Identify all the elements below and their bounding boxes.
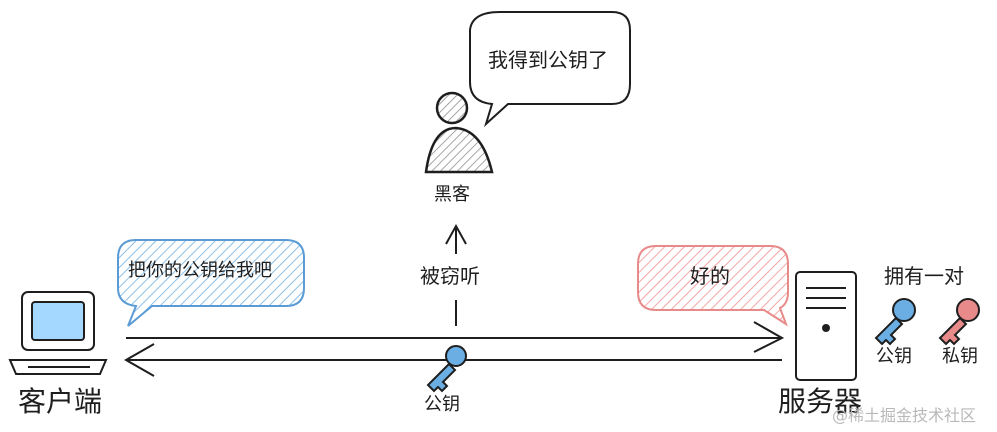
server-icon bbox=[795, 271, 857, 381]
server-speech-bubble bbox=[637, 245, 789, 327]
server-public-key-label: 公钥 bbox=[876, 346, 912, 367]
client-bubble-text: 把你的公钥给我吧 bbox=[128, 260, 272, 281]
server-private-key-label: 私钥 bbox=[942, 346, 978, 367]
server-public-key-icon bbox=[874, 298, 916, 346]
client-computer-icon bbox=[8, 291, 108, 375]
eavesdrop-label: 被窃听 bbox=[420, 264, 480, 288]
hacker-icon bbox=[424, 91, 494, 174]
hacker-speech-bubble bbox=[469, 11, 631, 128]
client-speech-bubble bbox=[117, 239, 305, 327]
transit-public-key-icon bbox=[426, 345, 467, 393]
server-private-key-icon bbox=[938, 298, 980, 346]
server-label: 服务器 bbox=[778, 385, 863, 418]
transit-key-label: 公钥 bbox=[424, 394, 460, 415]
arrow-client-to-server bbox=[126, 321, 785, 353]
hacker-bubble-text: 我得到公钥了 bbox=[488, 48, 608, 72]
arrow-eavesdrop-up bbox=[445, 223, 467, 326]
server-bubble-text: 好的 bbox=[690, 264, 730, 288]
hacker-label: 黑客 bbox=[434, 184, 470, 205]
watermark: @稀土掘金技术社区 bbox=[832, 406, 977, 425]
client-label: 客户端 bbox=[18, 385, 103, 418]
server-keys-caption: 拥有一对 bbox=[884, 264, 964, 288]
